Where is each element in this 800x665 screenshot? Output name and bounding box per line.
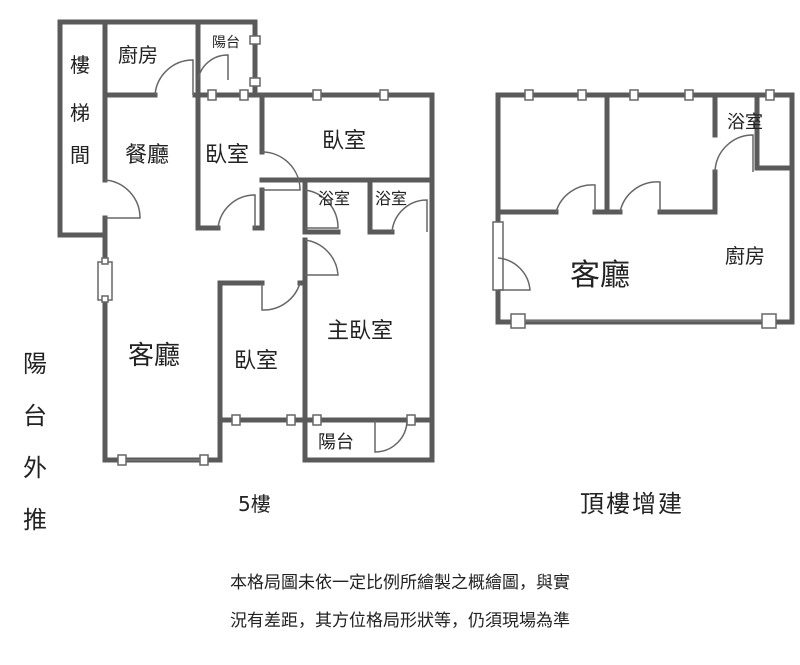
kitchen-label: 廚房 bbox=[118, 43, 158, 67]
floor-5-walls bbox=[57, 19, 435, 463]
bedroom-a-label: 臥室 bbox=[205, 143, 249, 168]
balcony-out-char-2: 台 bbox=[23, 402, 47, 430]
balcony-out-char-4: 推 bbox=[23, 506, 47, 534]
disclaimer-line-2: 況有差距，其方位格局形狀等，仍須現場為準 bbox=[230, 611, 570, 631]
stair-label-2: 梯 bbox=[70, 101, 90, 125]
roof-labels: 浴室 客廳 廚房 bbox=[570, 112, 765, 293]
roof-living-label: 客廳 bbox=[570, 258, 630, 293]
bedroom-b-label: 臥室 bbox=[322, 129, 366, 154]
bedroom-c-label: 臥室 bbox=[234, 349, 278, 374]
balcony-out-note: 陽 台 外 推 bbox=[20, 338, 50, 546]
floor-5-windows bbox=[97, 35, 416, 466]
floor-5-label: 5樓 bbox=[238, 492, 271, 516]
roof-walls bbox=[495, 92, 795, 325]
bath-b-label: 浴室 bbox=[375, 189, 407, 208]
stair-label-1: 樓 bbox=[70, 53, 90, 77]
balcony-master-label: 陽台 bbox=[318, 432, 354, 453]
roof-windows bbox=[492, 89, 777, 329]
roof-bath-label: 浴室 bbox=[727, 112, 763, 133]
stair-label-3: 間 bbox=[70, 143, 90, 167]
floor-5-labels: 樓 梯 間 廚房 陽台 餐廳 臥室 臥室 浴室 浴室 客廳 臥室 主臥室 陽台 bbox=[70, 35, 407, 453]
roof-kitchen-label: 廚房 bbox=[725, 244, 765, 268]
bath-a-label: 浴室 bbox=[318, 189, 350, 208]
roof-addition-label: 頂樓增建 bbox=[580, 490, 684, 518]
dining-label: 餐廳 bbox=[125, 143, 169, 168]
floor-5-doors bbox=[104, 54, 428, 453]
living-label: 客廳 bbox=[128, 341, 180, 371]
disclaimer-line-1: 本格局圖未依一定比例所繪製之概繪圖，與實 bbox=[230, 573, 570, 593]
roof-doors bbox=[497, 134, 754, 291]
balcony-out-char-3: 外 bbox=[23, 454, 47, 482]
balcony-out-char-1: 陽 bbox=[23, 350, 47, 378]
master-label: 主臥室 bbox=[327, 319, 393, 344]
balcony-small-label: 陽台 bbox=[212, 35, 240, 51]
